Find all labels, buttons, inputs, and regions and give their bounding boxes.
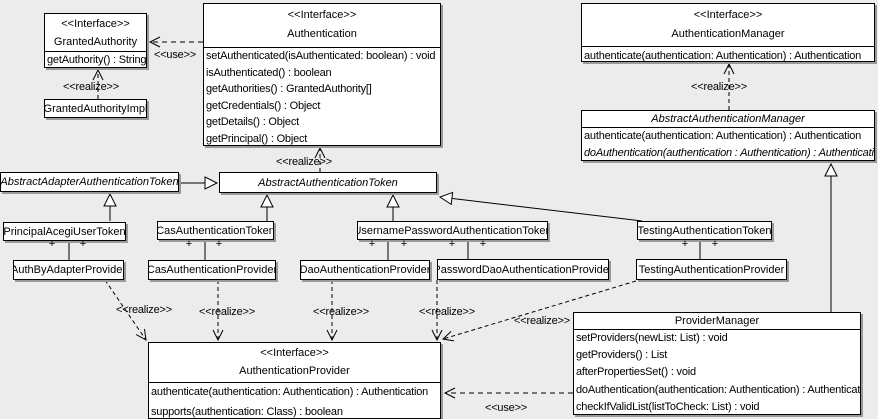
class-name: AuthByAdapterProvider (13, 264, 124, 276)
class-name: AuthenticationProvider (239, 364, 350, 377)
edge-label-realize: <<realize>> (514, 315, 570, 327)
method-label-abstract: doAuthentication(authentication : Authen… (584, 147, 874, 159)
edge-generalization-testing-authentication-token[interactable] (438, 191, 643, 222)
class-name: AbstractAdapterAuthenticationToken (0, 176, 179, 188)
edge-label-use: <<use>> (153, 49, 197, 61)
edge-label-realize: <<realize>> (313, 306, 369, 318)
method-label: authenticate(authentication: Authenticat… (584, 50, 862, 62)
method-label: getAuthorities() : GrantedAuthority[] (206, 83, 372, 96)
edge-label-use: <<use>> (484, 402, 528, 414)
class-name: TestingAuthenticationProvider (638, 263, 785, 276)
class-name: GrantedAuthorityImpl (44, 102, 147, 115)
method-label: checkIfValidList(listToCheck: List) : vo… (576, 400, 760, 413)
method-label: getAuthority() : String (47, 54, 146, 66)
class-provider-manager[interactable]: ProviderManager setProviders(newList: Li… (573, 312, 861, 415)
class-name: AbstractAuthenticationToken (258, 176, 398, 189)
stereotype-label: <<Interface>> (693, 9, 763, 21)
class-abstract-authentication-manager[interactable]: AbstractAuthenticationManager authentica… (581, 110, 875, 161)
class-name: Authentication (287, 28, 357, 40)
method-label: doAuthentication(authentication: Authent… (576, 383, 860, 396)
stereotype-label: <<Interface>> (287, 9, 357, 21)
method-label: supports(authentication: Class) : boolea… (151, 405, 343, 418)
method-label: getPrincipal() : Object (206, 132, 308, 145)
class-abstract-authentication-token[interactable]: AbstractAuthenticationToken (219, 172, 437, 193)
class-authentication-provider[interactable]: <<Interface>> AuthenticationProvider aut… (148, 342, 441, 419)
class-name: CasAuthenticationProvider (148, 264, 276, 276)
class-testing-authentication-provider[interactable]: TestingAuthenticationProvider (636, 259, 787, 280)
class-granted-authority[interactable]: <<Interface>> GrantedAuthority getAuthor… (44, 13, 147, 68)
edge-label-realize: <<realize>> (276, 156, 332, 168)
class-authentication[interactable]: <<Interface>> Authentication setAuthenti… (203, 3, 441, 146)
method-label: getCredentials() : Object (206, 99, 321, 112)
association-end-plus: + (368, 238, 376, 250)
class-name: PrincipalAcegiUserToken (3, 225, 126, 238)
association-end-plus: + (400, 238, 408, 250)
class-abstract-adapter-authentication-token[interactable]: AbstractAdapterAuthenticationToken (0, 172, 179, 192)
edge-label-realize: <<realize>> (419, 306, 475, 318)
association-end-plus: + (79, 238, 87, 250)
class-authentication-manager[interactable]: <<Interface>> AuthenticationManager auth… (581, 3, 875, 62)
class-principal-acegi-user-token[interactable]: PrincipalAcegiUserToken (3, 222, 126, 241)
association-end-plus: + (215, 238, 223, 250)
association-end-plus: + (448, 238, 456, 250)
method-label: authenticate(authentication: Authenticat… (584, 130, 862, 142)
edge-label-realize: <<realize>> (199, 306, 255, 318)
class-username-password-authentication-token[interactable]: UsernamePasswordAuthenticationToken (357, 221, 548, 240)
class-password-dao-authentication-provider[interactable]: PasswordDaoAuthenticationProvider (437, 259, 609, 280)
association-end-plus: + (479, 238, 487, 250)
edge-label-realize: <<realize>> (63, 81, 119, 93)
class-name: AbstractAuthenticationManager (651, 113, 805, 125)
class-name: PasswordDaoAuthenticationProvider (437, 263, 609, 276)
stereotype-label: <<Interface>> (260, 347, 329, 359)
method-label: setProviders(newList: List) : void (576, 332, 728, 344)
class-name: GrantedAuthority (53, 36, 138, 48)
class-auth-by-adapter-provider[interactable]: AuthByAdapterProvider (13, 260, 124, 280)
method-label: getProviders() : List (576, 349, 668, 362)
edge-realize-testing-authentication-provider[interactable] (441, 280, 637, 342)
class-name: AuthenticationManager (671, 28, 785, 40)
stereotype-label: <<Interface>> (61, 18, 130, 30)
edge-realize-auth-by-adapter-provider[interactable] (104, 279, 147, 341)
class-name: ProviderManager (674, 315, 760, 327)
association-end-plus: + (711, 238, 719, 250)
method-label: authenticate(authentication: Authenticat… (151, 386, 429, 398)
method-label: isAuthenticated() : boolean (206, 66, 332, 79)
class-testing-authentication-token[interactable]: TestingAuthenticationToken (637, 221, 772, 240)
class-dao-authentication-provider[interactable]: DaoAuthenticationProvider (300, 260, 430, 280)
class-name: DaoAuthenticationProvider (300, 264, 430, 276)
class-cas-authentication-token[interactable]: CasAuthenticationToken (157, 221, 274, 240)
edge-label-realize: <<realize>> (691, 81, 747, 93)
association-end-plus: + (185, 238, 193, 250)
method-label: getDetails() : Object (206, 116, 300, 129)
method-label: afterPropertiesSet() : void (576, 366, 696, 379)
class-granted-authority-impl[interactable]: GrantedAuthorityImpl (44, 99, 147, 118)
class-name: CasAuthenticationToken (157, 224, 274, 237)
class-cas-authentication-provider[interactable]: CasAuthenticationProvider (148, 260, 276, 280)
class-name: UsernamePasswordAuthenticationToken (357, 224, 548, 237)
method-label: setAuthenticated(isAuthenticated: boolea… (206, 50, 436, 62)
association-end-plus: + (48, 238, 56, 250)
edge-label-realize: <<realize>> (116, 304, 172, 316)
association-end-plus: + (681, 238, 689, 250)
class-name: TestingAuthenticationToken (637, 224, 772, 237)
